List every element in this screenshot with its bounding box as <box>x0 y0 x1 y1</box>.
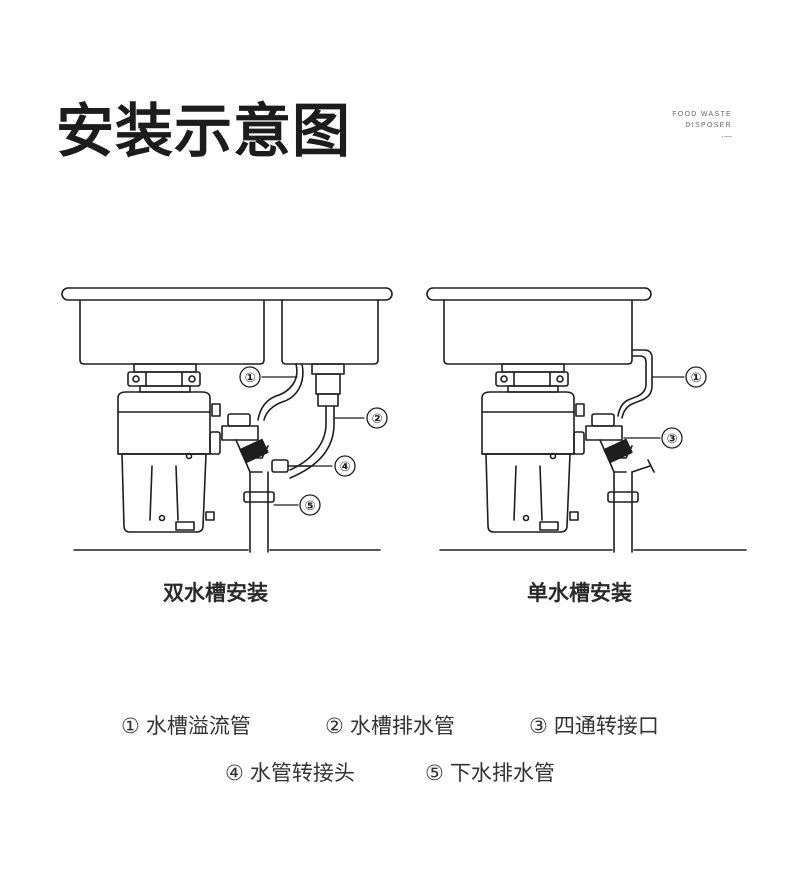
legend-label: 下水排水管 <box>449 761 555 785</box>
double-sink-left-basin <box>79 299 265 365</box>
page-title: 安装示意图 <box>56 97 352 165</box>
callout-double-5: ⑤ <box>304 499 315 514</box>
double-overflow-pipe <box>257 363 298 421</box>
brand-line-2: DISPOSER <box>685 122 732 129</box>
brand-line-1: FOOD WASTE <box>672 111 732 118</box>
caption-single-sink: 单水槽安装 <box>527 581 632 605</box>
legend-num: ③ <box>529 714 548 738</box>
double-downpipe <box>243 471 275 553</box>
single-disposer <box>481 363 585 533</box>
callout-double-4: ④ <box>339 460 350 475</box>
single-overflow-pipe <box>621 349 653 419</box>
legend-num: ① <box>121 714 140 738</box>
legend-num: ② <box>325 714 344 738</box>
double-disposer <box>117 363 221 533</box>
single-downpipe <box>607 471 639 553</box>
caption-double-sink: 双水槽安装 <box>163 581 268 605</box>
single-sink-basin <box>443 299 633 365</box>
legend-num: ⑤ <box>425 761 444 785</box>
double-sink-right-basin <box>281 299 379 365</box>
double-sink-illustration <box>61 287 393 553</box>
single-sink-illustration <box>426 287 747 553</box>
callout-double-1: ① <box>244 371 255 386</box>
callout-double-2: ② <box>371 412 382 427</box>
legend-label: 水管转接头 <box>249 761 355 785</box>
legend-label: 水槽溢流管 <box>145 714 251 738</box>
callout-single-3: ③ <box>666 432 677 447</box>
legend-label: 水槽排水管 <box>349 714 455 738</box>
brand-mark: ·— <box>721 132 732 141</box>
brand-tag: FOOD WASTE DISPOSER ·— <box>672 109 732 142</box>
double-drain-connector <box>221 413 269 473</box>
double-sink-rim <box>61 287 393 301</box>
installation-diagram: ① ② ④ ⑤ ① ③ <box>61 287 747 553</box>
single-sink-rim <box>426 287 652 301</box>
legend-label: 四通转接口 <box>553 714 659 738</box>
callout-single-1: ① <box>690 371 701 386</box>
single-four-way-adapter <box>585 413 655 473</box>
double-sink-drain <box>289 363 345 479</box>
legend-num: ④ <box>225 761 244 785</box>
